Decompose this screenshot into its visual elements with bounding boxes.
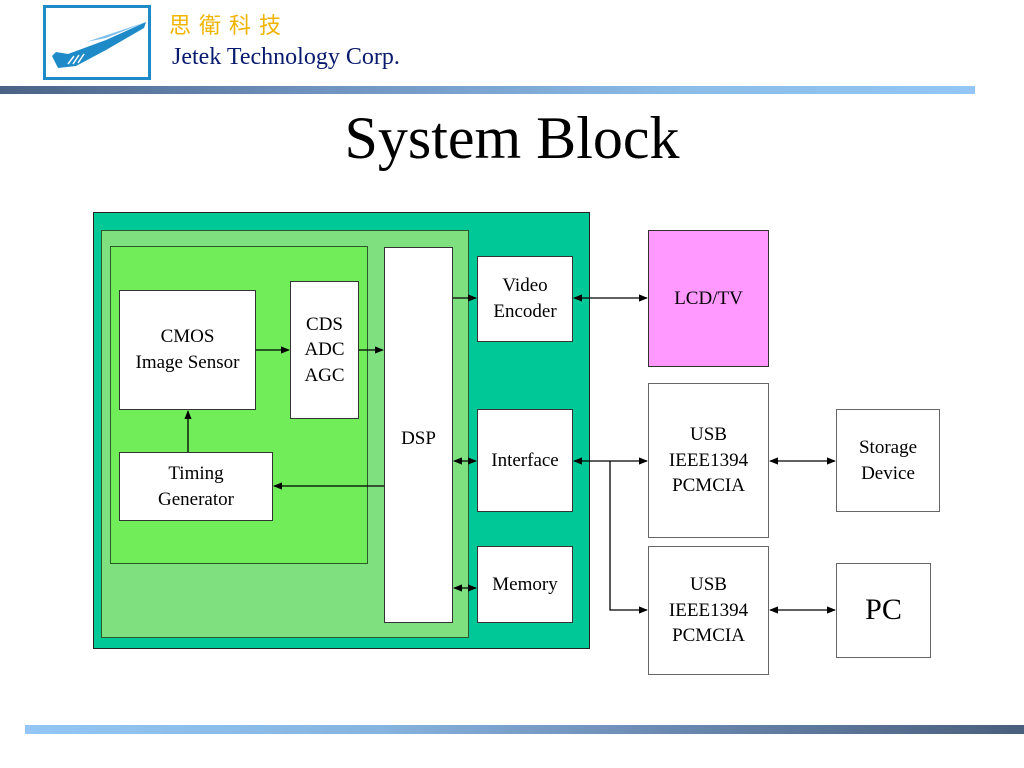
cmos-image-sensor-block: CMOS Image Sensor [119, 290, 256, 410]
airplane-logo-icon [52, 22, 146, 68]
interface-block: Interface [477, 409, 573, 512]
lcd-tv-block: LCD/TV [648, 230, 769, 367]
video-encoder-block: Video Encoder [477, 256, 573, 342]
cds-adc-agc-block: CDS ADC AGC [290, 281, 359, 419]
dsp-block: DSP [384, 247, 453, 623]
slide-title: System Block [344, 105, 680, 171]
header-divider [0, 86, 975, 94]
memory-block: Memory [477, 546, 573, 623]
footer-divider [25, 725, 1024, 734]
company-logo [43, 5, 151, 80]
usb-ieee1394-pcmcia-block-2: USB IEEE1394 PCMCIA [648, 546, 769, 675]
company-name-cn: 思衛科技 [169, 14, 290, 39]
storage-device-block: Storage Device [836, 409, 940, 512]
company-name-en: Jetek Technology Corp. [172, 44, 400, 70]
pc-block: PC [836, 563, 931, 658]
timing-generator-block: Timing Generator [119, 452, 273, 521]
arrow-interface-usb2 [609, 461, 648, 614]
usb-ieee1394-pcmcia-block-1: USB IEEE1394 PCMCIA [648, 383, 769, 538]
